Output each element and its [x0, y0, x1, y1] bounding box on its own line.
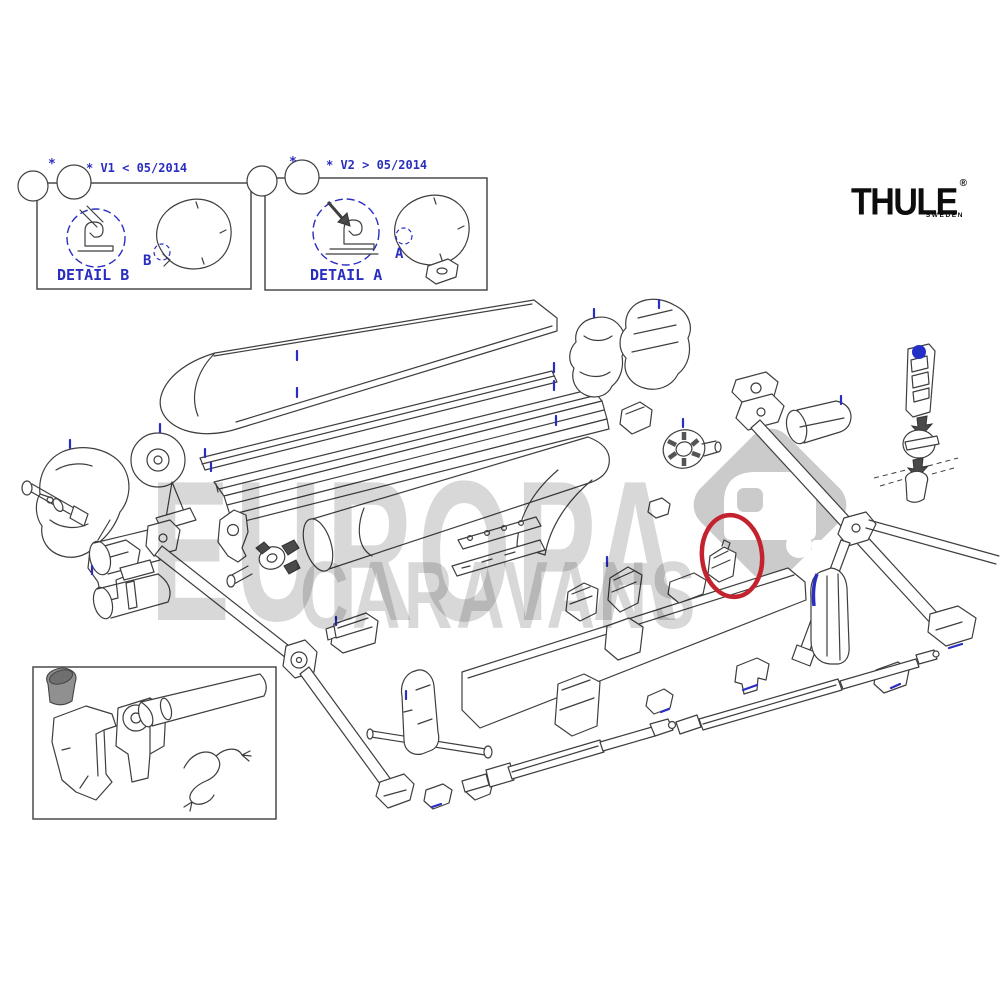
detail-b-title: DETAIL B	[57, 266, 130, 284]
blue-dot-marker	[912, 345, 926, 359]
point-a-label: A	[395, 246, 404, 262]
roller-tube	[302, 436, 610, 572]
point-b-label: B	[143, 253, 152, 269]
version-label-v2: * V2 > 05/2014	[326, 158, 428, 172]
point-a-circle	[395, 227, 413, 245]
highlighted-bracket-part	[707, 546, 737, 583]
end-cap-shells	[569, 298, 722, 519]
lead-rail-assembly	[325, 539, 910, 810]
registered-mark: ®	[959, 178, 967, 189]
version-label-v1: * V1 < 05/2014	[86, 161, 188, 175]
tension-rafters	[461, 649, 940, 793]
detail-a-zoom-circle	[312, 198, 380, 266]
asterisk-a: *	[289, 155, 297, 170]
thule-logo: THULE ® SWEDEN	[851, 178, 971, 224]
point-b-circle	[153, 243, 171, 261]
motor-kit-detail-box	[32, 666, 277, 820]
awning-case-panels	[159, 299, 610, 525]
thule-sweden-subtext: SWEDEN	[925, 212, 964, 219]
thule-wordmark: THULE	[851, 181, 958, 224]
detail-b-zoom-circle	[66, 208, 126, 268]
highlight-circle	[699, 512, 765, 600]
crank-knob-assembly	[873, 343, 959, 503]
callout-circle	[246, 165, 278, 197]
detail-b-box	[17, 164, 252, 290]
detail-a-title: DETAIL A	[310, 266, 383, 284]
europa-caravans-logo	[693, 428, 847, 582]
callout-circle	[17, 170, 49, 202]
callout-circle	[56, 164, 92, 200]
callout-circle	[284, 159, 320, 195]
asterisk-b: *	[48, 157, 56, 172]
detail-a-box	[246, 159, 488, 291]
blue-position-marks	[68, 298, 964, 809]
left-spring-arm	[88, 519, 493, 809]
left-end-cap-cluster	[21, 432, 301, 603]
mounting-bars	[451, 516, 546, 577]
